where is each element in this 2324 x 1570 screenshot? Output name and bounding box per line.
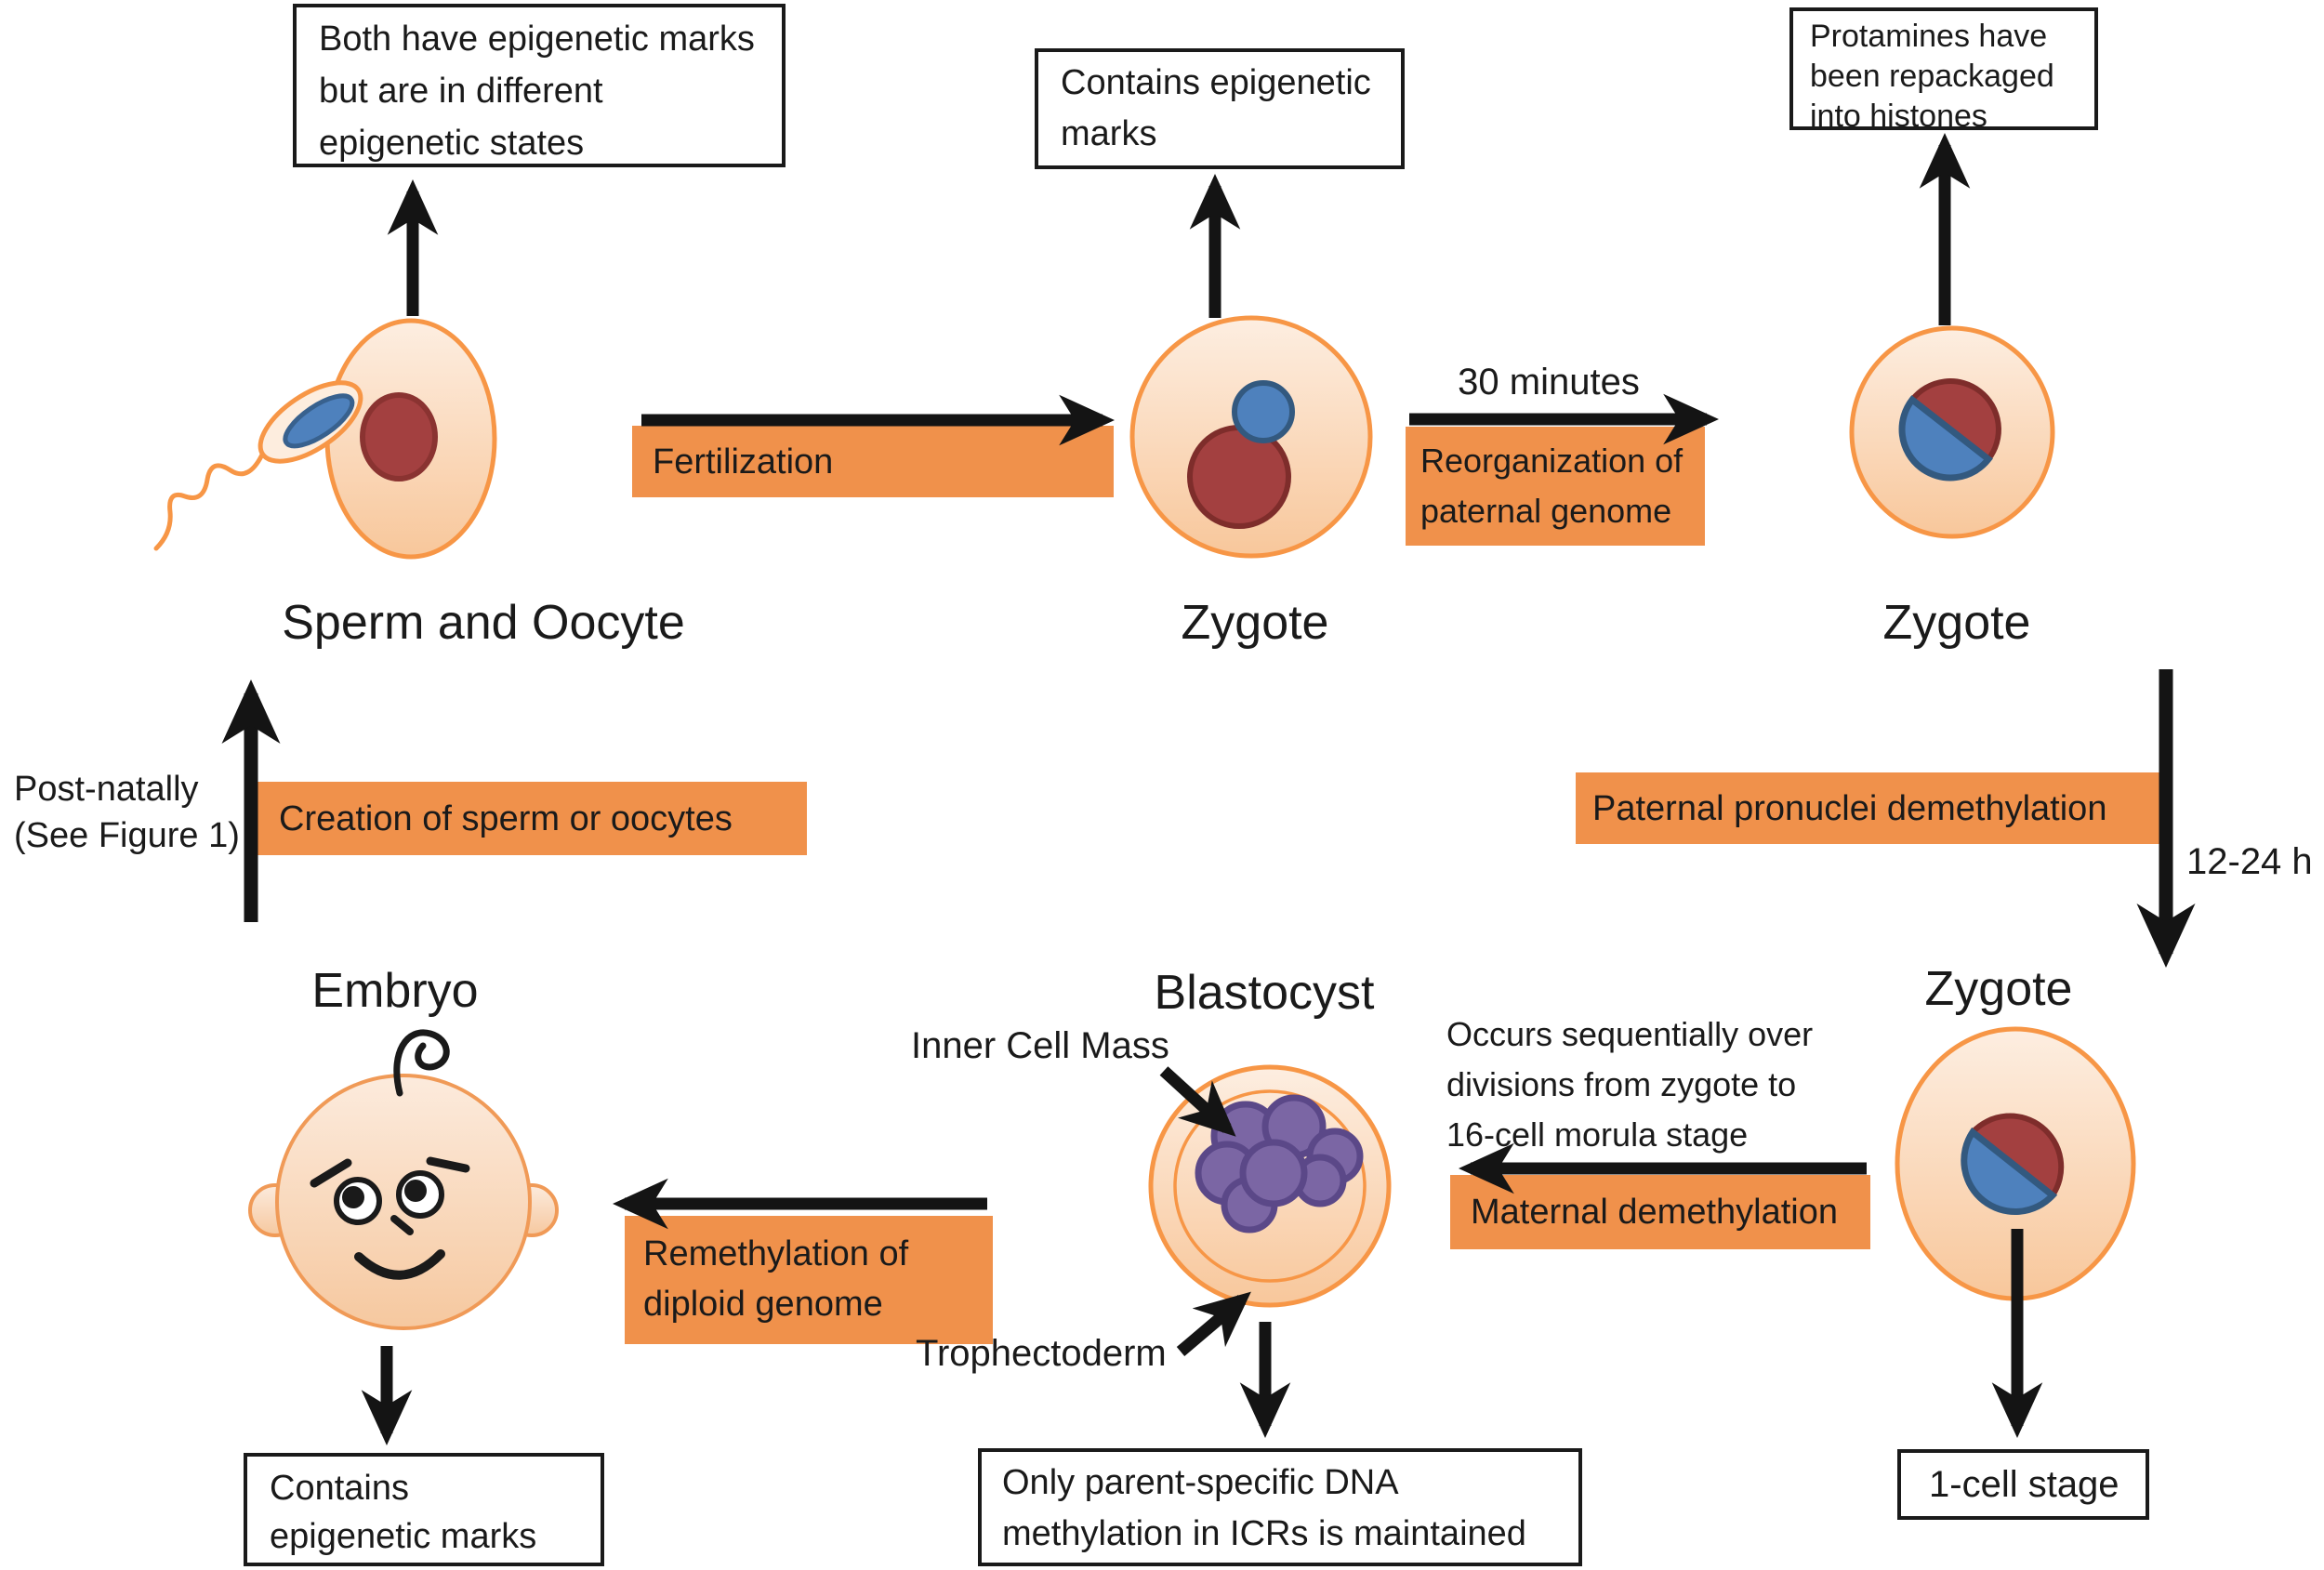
note-line: marks [1061, 114, 1157, 153]
note-line: methylation in ICRs is maintained [1002, 1514, 1526, 1553]
blastocyst-inner-ring [1173, 1089, 1367, 1283]
note-line: Protamines have [1810, 19, 2048, 54]
note-contains-marks-bottom: Contains epigenetic marks [244, 1453, 604, 1566]
note-line: Contains [270, 1469, 409, 1508]
label-30-minutes: 30 minutes [1458, 362, 1640, 402]
label-post-natally: Post-natally (See Figure 1) [14, 766, 240, 859]
post-natally-line: (See Figure 1) [14, 816, 240, 855]
zygote3-nucleus-red-half [1968, 1113, 2065, 1200]
oocyte-nucleus [360, 392, 438, 482]
maternal-demethylation-bar: Maternal demethylation [1450, 1175, 1870, 1249]
zygote3-nucleus-blue-half [1961, 1127, 2058, 1215]
reorganization-line1: Reorganization of [1420, 442, 1684, 480]
post-natally-line: Post-natally [14, 770, 199, 809]
remethylation-bar: Remethylation of diploid genome [625, 1216, 993, 1344]
note-line: Both have epigenetic marks [319, 20, 755, 59]
reorganization-bar: Reorganization of paternal genome [1406, 427, 1705, 546]
embryo-pupil-right [404, 1180, 427, 1202]
note-contains-marks-top: Contains epigenetic marks [1035, 48, 1405, 169]
label-zygote-bottom-right: Zygote [1924, 962, 2073, 1016]
creation-bar: Creation of sperm or oocytes [255, 782, 807, 855]
paternal-demethylation-bar: Paternal pronuclei demethylation [1576, 772, 2166, 844]
zygote2-nucleus-red-half [1908, 377, 2002, 464]
occurs-line: divisions from zygote to [1446, 1065, 1797, 1103]
label-inner-cell-mass: Inner Cell Mass [911, 1025, 1169, 1066]
reorganization-line2: paternal genome [1420, 492, 1672, 530]
note-protamines: Protamines have been repackaged into his… [1789, 7, 2098, 134]
arrow-trophectoderm-pointer [1176, 1291, 1251, 1356]
note-line: 1-cell stage [1929, 1464, 2119, 1505]
note-line: been repackaged [1810, 59, 2054, 94]
embryo-nose [390, 1215, 414, 1235]
note-one-cell-stage: 1-cell stage [1897, 1449, 2149, 1520]
paternal-demethylation-label: Paternal pronuclei demethylation [1592, 788, 2107, 828]
label-occurs-sequentially: Occurs sequentially over divisions from … [1446, 1009, 1813, 1160]
creation-label: Creation of sperm or oocytes [279, 798, 733, 838]
maternal-demethylation-label: Maternal demethylation [1471, 1193, 1838, 1232]
note-line: Contains epigenetic [1061, 63, 1371, 102]
note-only-parent-icr: Only parent-specific DNA methylation in … [978, 1448, 1582, 1566]
embryo-mouth [354, 1249, 445, 1280]
fertilization-bar: Fertilization [632, 426, 1114, 497]
note-line: epigenetic marks [270, 1517, 537, 1556]
embryo-pupil-left [342, 1186, 364, 1208]
occurs-line: Occurs sequentially over [1446, 1015, 1814, 1053]
embryo-eyebrow-left [310, 1158, 352, 1188]
sperm-head [283, 393, 355, 449]
label-trophectoderm: Trophectoderm [916, 1333, 1167, 1374]
remethylation-line1: Remethylation of [643, 1234, 909, 1273]
label-sperm-and-oocyte: Sperm and Oocyte [282, 596, 685, 650]
note-line: Only parent-specific DNA [1002, 1463, 1399, 1502]
occurs-line: 16-cell morula stage [1446, 1115, 1749, 1154]
note-line: into histones [1810, 99, 1987, 134]
embryo-hair-curl [393, 1029, 450, 1097]
zygote1-maternal-pronucleus [1187, 425, 1291, 529]
label-zygote-top-middle: Zygote [1181, 596, 1329, 650]
fertilization-label: Fertilization [653, 442, 834, 482]
note-line: but are in different [319, 72, 603, 111]
note-both-marks: Both have epigenetic marks but are in di… [293, 4, 786, 167]
icm-cell [1239, 1139, 1308, 1207]
label-embryo: Embryo [311, 964, 479, 1018]
label-zygote-top-right: Zygote [1882, 596, 2031, 650]
note-line: epigenetic states [319, 124, 585, 163]
label-12-24h: 12-24 h [2186, 841, 2313, 882]
arrow-icm-pointer [1159, 1066, 1236, 1137]
zygote2-nucleus-blue-half [1898, 395, 1993, 482]
sperm-tail [153, 450, 266, 551]
sperm-icon [257, 380, 363, 464]
label-blastocyst: Blastocyst [1154, 966, 1375, 1020]
embryo-eyebrow-right [426, 1156, 470, 1173]
zygote1-paternal-pronucleus [1232, 380, 1295, 443]
remethylation-line2: diploid genome [643, 1285, 883, 1324]
